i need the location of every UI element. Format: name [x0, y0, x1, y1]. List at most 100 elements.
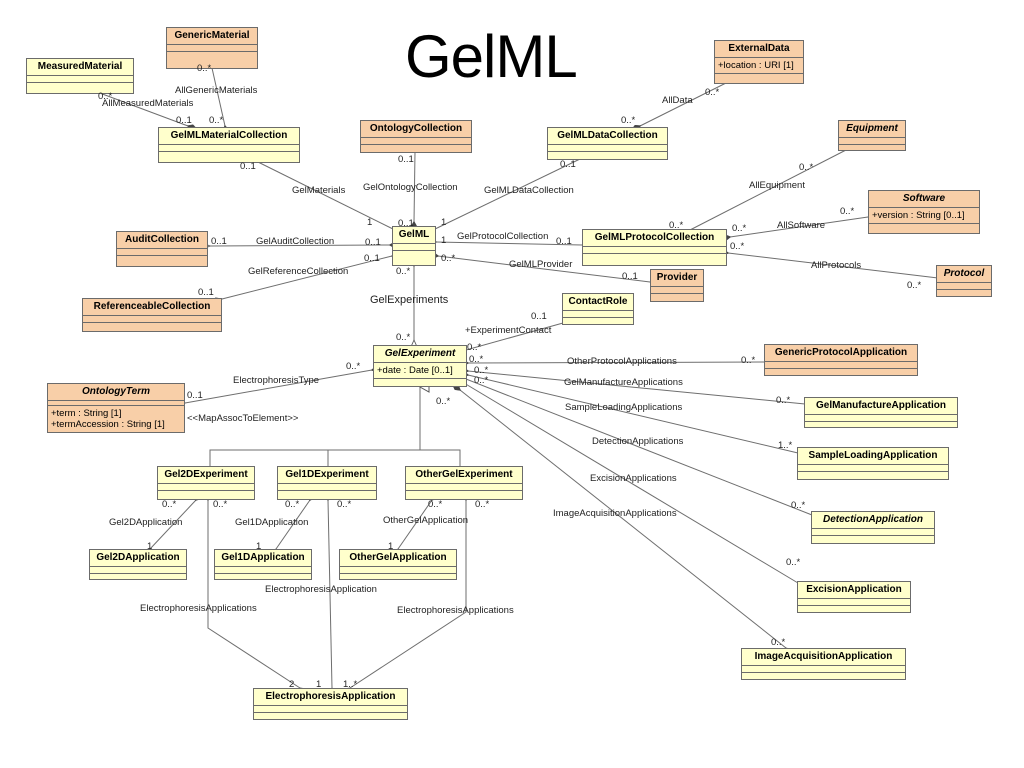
assoc-gel-materials: [258, 162, 395, 230]
class-gel1d-experiment[interactable]: Gel1DExperiment: [277, 466, 377, 500]
mult: 1: [316, 679, 322, 690]
mult: 0..*: [197, 63, 212, 74]
class-other-gel-experiment[interactable]: OtherGelExperiment: [405, 466, 523, 500]
mult: 0..*: [791, 500, 806, 511]
mult: 1..*: [343, 679, 358, 690]
mult: 0..*: [907, 280, 922, 291]
class-referenceable-collection[interactable]: ReferenceableCollection: [82, 298, 222, 332]
mult: 0..1: [176, 115, 192, 126]
assoc-gel-reference-collection: [222, 256, 392, 299]
label-all-protocols: AllProtocols: [811, 260, 862, 271]
mult: 0..*: [396, 332, 411, 343]
class-ontology-term[interactable]: OntologyTerm +term : String [1] +termAcc…: [47, 383, 185, 433]
mult: 0..*: [441, 253, 456, 264]
label-experiment-contact: +ExperimentContact: [465, 325, 552, 336]
mult: 0..*: [621, 115, 636, 126]
mult: 0..1: [364, 253, 380, 264]
mult: 0..*: [337, 499, 352, 510]
label-electrophoresis-applications-2: ElectrophoresisApplications: [397, 605, 514, 616]
label-gel2d-application: Gel2DApplication: [109, 517, 183, 528]
class-other-gel-application[interactable]: OtherGelApplication: [339, 549, 457, 580]
mult: 0..*: [285, 499, 300, 510]
mult: 0..*: [436, 396, 451, 407]
mult: 1: [367, 217, 373, 228]
mult: 0..*: [209, 115, 224, 126]
label-gelml-data-collection: GelMLDataCollection: [484, 185, 574, 196]
label-gelml-provider: GelMLProvider: [509, 259, 573, 270]
label-all-equipment: AllEquipment: [749, 180, 805, 191]
mult: 0..1: [240, 161, 256, 172]
class-gel1d-application[interactable]: Gel1DApplication: [214, 549, 312, 580]
mult: 0..*: [162, 499, 177, 510]
class-gel2d-application[interactable]: Gel2DApplication: [89, 549, 187, 580]
assoc-other-protocol-applications: [468, 362, 765, 363]
class-excision-application[interactable]: ExcisionApplication: [797, 581, 911, 613]
label-sample-loading-applications: SampleLoadingApplications: [565, 402, 683, 413]
class-generic-material[interactable]: GenericMaterial: [166, 27, 258, 69]
mult: 0..*: [475, 499, 490, 510]
class-gel2d-experiment[interactable]: Gel2DExperiment: [157, 466, 255, 500]
class-software[interactable]: Software +version : String [0..1]: [868, 190, 980, 234]
assoc-experiment-contact: [466, 323, 563, 350]
assoc-all-software: [730, 217, 868, 237]
class-ontology-collection[interactable]: OntologyCollection: [360, 120, 472, 153]
label-image-acquisition-applications: ImageAcquisitionApplications: [553, 508, 677, 519]
class-electrophoresis-application[interactable]: ElectrophoresisApplication: [253, 688, 408, 720]
class-detection-application[interactable]: DetectionApplication: [811, 511, 935, 544]
class-external-data[interactable]: ExternalData +location : URI [1]: [714, 40, 804, 84]
mult: 0..1: [398, 154, 414, 165]
mult: 0..*: [705, 87, 720, 98]
assoc-electrophoresis-type: [185, 370, 372, 403]
mult: 0..*: [669, 220, 684, 231]
mult: 0..1: [560, 159, 576, 170]
assoc-gelml-data-collection: [433, 159, 580, 230]
class-gelml-material-collection[interactable]: GelMLMaterialCollection: [158, 127, 300, 163]
page-title: GelML: [405, 23, 578, 90]
mult: 0..*: [730, 241, 745, 252]
mult: 0..1: [365, 237, 381, 248]
assoc-electrophoresis-applications-2: [350, 500, 466, 688]
mult: 1: [388, 541, 394, 552]
mult: 0..1: [198, 287, 214, 298]
class-provider[interactable]: Provider: [650, 269, 704, 302]
class-contact-role[interactable]: ContactRole: [562, 293, 634, 325]
mult: 0..*: [469, 354, 484, 365]
class-image-acquisition-application[interactable]: ImageAcquisitionApplication: [741, 648, 906, 680]
label-electrophoresis-type: ElectrophoresisType: [233, 375, 320, 386]
class-sample-loading-application[interactable]: SampleLoadingApplication: [797, 447, 949, 480]
mult: 0..1: [211, 236, 227, 247]
class-gel-experiment[interactable]: GelExperiment +date : Date [0..1]: [373, 345, 467, 387]
class-gel-manufacture-application[interactable]: GelManufactureApplication: [804, 397, 958, 428]
assoc-gel-audit-collection: [210, 245, 390, 246]
class-gelml[interactable]: GelML: [392, 226, 436, 266]
label-gel-protocol-collection: GelProtocolCollection: [457, 231, 549, 242]
class-gelml-protocol-collection[interactable]: GelMLProtocolCollection: [582, 229, 727, 266]
label-gel-audit-collection: GelAuditCollection: [256, 236, 335, 247]
mult: 1: [256, 541, 262, 552]
mult: 1: [441, 217, 447, 228]
assoc-electrophoresis-application: [328, 500, 332, 688]
mult: 1: [441, 235, 447, 246]
label-electrophoresis-applications-1: ElectrophoresisApplications: [140, 603, 257, 614]
assoc-all-protocols: [728, 253, 938, 278]
mult: 0..*: [474, 365, 489, 376]
assoc-electrophoresis-applications-1: [208, 500, 300, 688]
class-measured-material[interactable]: MeasuredMaterial: [26, 58, 134, 94]
label-gel-materials: GelMaterials: [292, 185, 346, 196]
label-gel-experiments: GelExperiments: [370, 294, 449, 306]
class-gelml-data-collection[interactable]: GelMLDataCollection: [547, 127, 668, 160]
assoc-all-equipment: [690, 150, 846, 230]
label-all-generic-materials: AllGenericMaterials: [175, 85, 258, 96]
mult: 0..*: [776, 395, 791, 406]
mult: 0..1: [622, 271, 638, 282]
assoc-gelml-provider: [438, 256, 650, 282]
label-all-measured-materials: AllMeasuredMaterials: [102, 98, 194, 109]
mult: 0..*: [786, 557, 801, 568]
class-protocol[interactable]: Protocol: [936, 265, 992, 297]
class-equipment[interactable]: Equipment: [838, 120, 906, 151]
class-audit-collection[interactable]: AuditCollection: [116, 231, 208, 267]
class-generic-protocol-application[interactable]: GenericProtocolApplication: [764, 344, 918, 376]
label-electrophoresis-application: ElectrophoresisApplication: [265, 584, 377, 595]
assoc-gel-protocol-collection: [436, 242, 582, 245]
